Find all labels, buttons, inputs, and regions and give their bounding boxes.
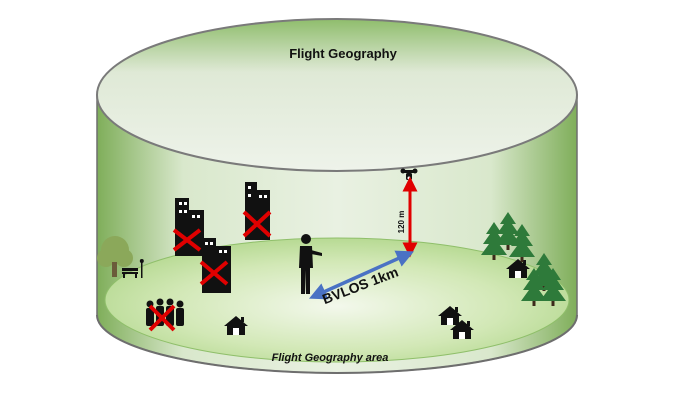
building-icon bbox=[172, 198, 204, 256]
building-icon bbox=[199, 238, 231, 293]
bench-icon bbox=[122, 259, 144, 278]
cylinder-bottom-rim bbox=[96, 314, 578, 374]
tree-icon bbox=[97, 236, 133, 277]
crowd-icon bbox=[146, 298, 184, 332]
flight-geography-area-label: Flight Geography area bbox=[272, 352, 389, 364]
height-label: 120 m bbox=[397, 211, 406, 234]
drone-icon bbox=[400, 168, 418, 180]
distance-arrow bbox=[309, 250, 414, 300]
flight-geography-title: Flight Geography bbox=[289, 46, 397, 61]
building-icon bbox=[242, 182, 272, 240]
cylinder-top bbox=[96, 18, 578, 172]
